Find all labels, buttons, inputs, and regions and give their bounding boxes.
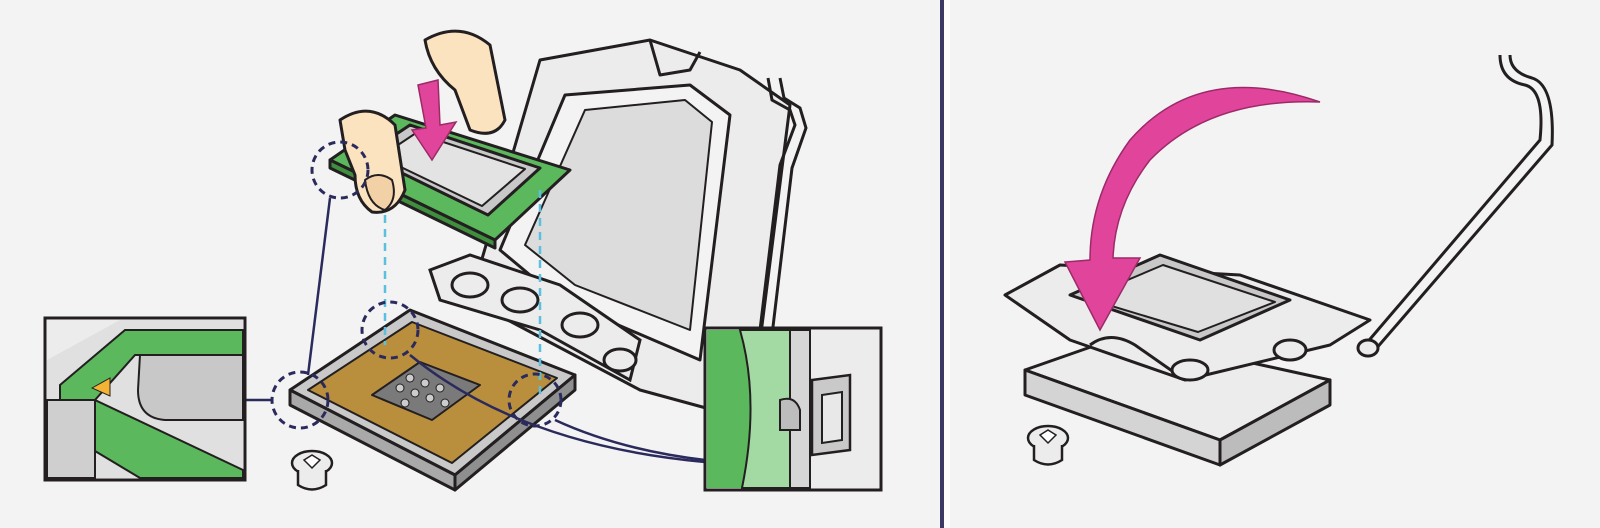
load-lever-closing: [1358, 55, 1552, 356]
screw-icon-right: [1028, 426, 1068, 465]
zoom-inset-socket-key: [705, 328, 881, 490]
zoom-inset-cpu-notch: [45, 318, 245, 480]
screw-icon: [292, 451, 332, 490]
